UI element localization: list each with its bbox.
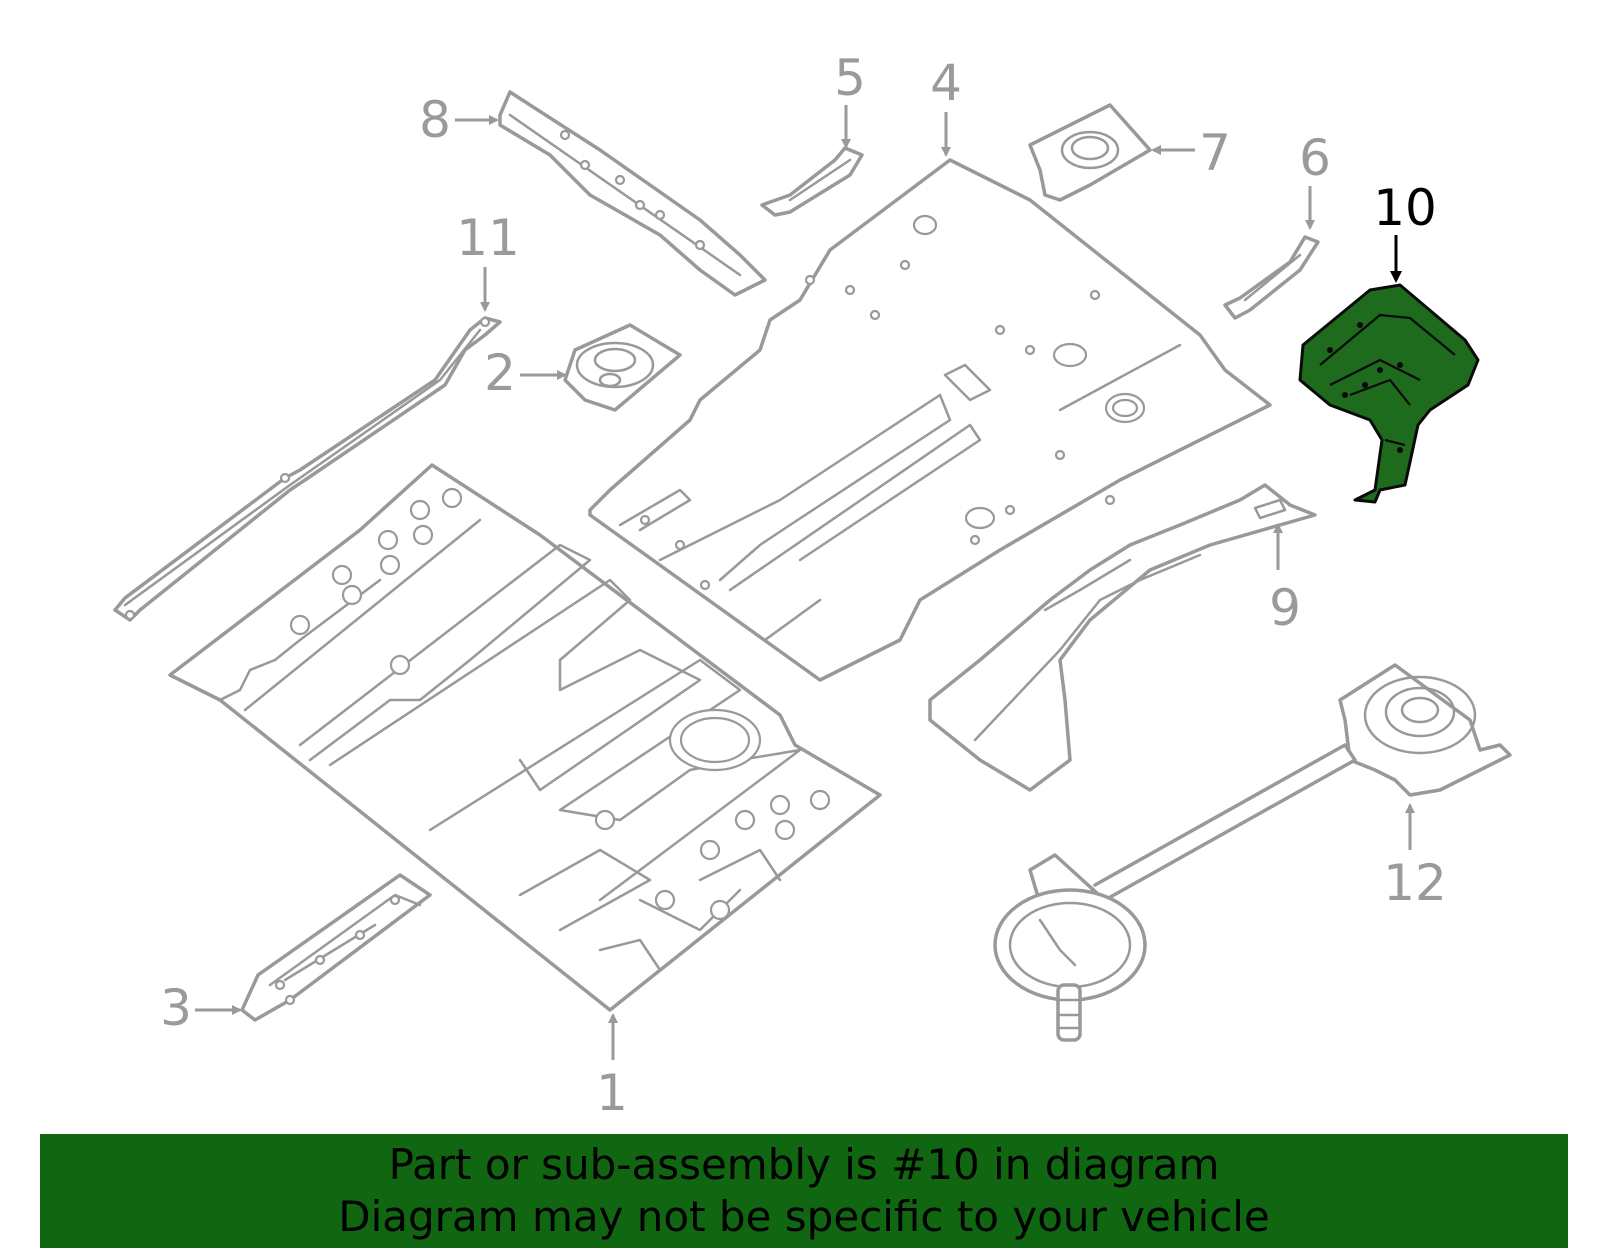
- svg-text:9: 9: [1269, 579, 1301, 637]
- callout-7: 7: [1151, 124, 1231, 182]
- part-8-crossmember[interactable]: [498, 90, 767, 297]
- parts-diagram: 1 2 3 4 5 6 7 8 9 10 11 12: [113, 49, 1512, 1122]
- banner-line-1: Part or sub-assembly is #10 in diagram: [388, 1140, 1220, 1189]
- part-11-side-rail[interactable]: [113, 316, 502, 622]
- callout-2: 2: [484, 344, 567, 402]
- part-1-front-floor-pan[interactable]: [168, 463, 882, 1012]
- callout-12: 12: [1383, 803, 1447, 912]
- svg-text:5: 5: [834, 49, 866, 107]
- callout-4: 4: [930, 54, 962, 157]
- svg-text:7: 7: [1199, 124, 1231, 182]
- callout-3: 3: [160, 979, 242, 1037]
- part-4-rear-floor-pan[interactable]: [588, 158, 1272, 682]
- callout-6: 6: [1299, 129, 1331, 230]
- svg-text:8: 8: [419, 91, 451, 149]
- part-12-spare-tire-carrier[interactable]: [993, 663, 1512, 1042]
- part-2-floor-plug[interactable]: [563, 323, 682, 412]
- callout-9: 9: [1269, 523, 1301, 637]
- part-10-highlighted-bracket[interactable]: [1298, 283, 1480, 504]
- svg-text:1: 1: [596, 1064, 628, 1122]
- svg-text:3: 3: [160, 979, 192, 1037]
- callout-11: 11: [456, 209, 520, 312]
- svg-text:6: 6: [1299, 129, 1331, 187]
- part-5-bracket[interactable]: [760, 146, 864, 217]
- svg-text:12: 12: [1383, 854, 1447, 912]
- part-7-bracket[interactable]: [1028, 103, 1152, 202]
- part-3-floor-reinforcement[interactable]: [240, 873, 432, 1022]
- part-9-rear-side-member[interactable]: [928, 483, 1317, 792]
- svg-text:2: 2: [484, 344, 516, 402]
- callout-5: 5: [834, 49, 866, 149]
- part-6-bracket[interactable]: [1223, 235, 1320, 320]
- svg-text:11: 11: [456, 209, 520, 267]
- callout-1: 1: [596, 1013, 628, 1122]
- svg-text:4: 4: [930, 54, 962, 112]
- banner-line-2: Diagram may not be specific to your vehi…: [338, 1192, 1270, 1241]
- callout-10: 10: [1373, 179, 1437, 283]
- svg-text:10: 10: [1373, 179, 1437, 237]
- callout-8: 8: [419, 91, 499, 149]
- info-banner: Part or sub-assembly is #10 in diagram D…: [40, 1134, 1568, 1248]
